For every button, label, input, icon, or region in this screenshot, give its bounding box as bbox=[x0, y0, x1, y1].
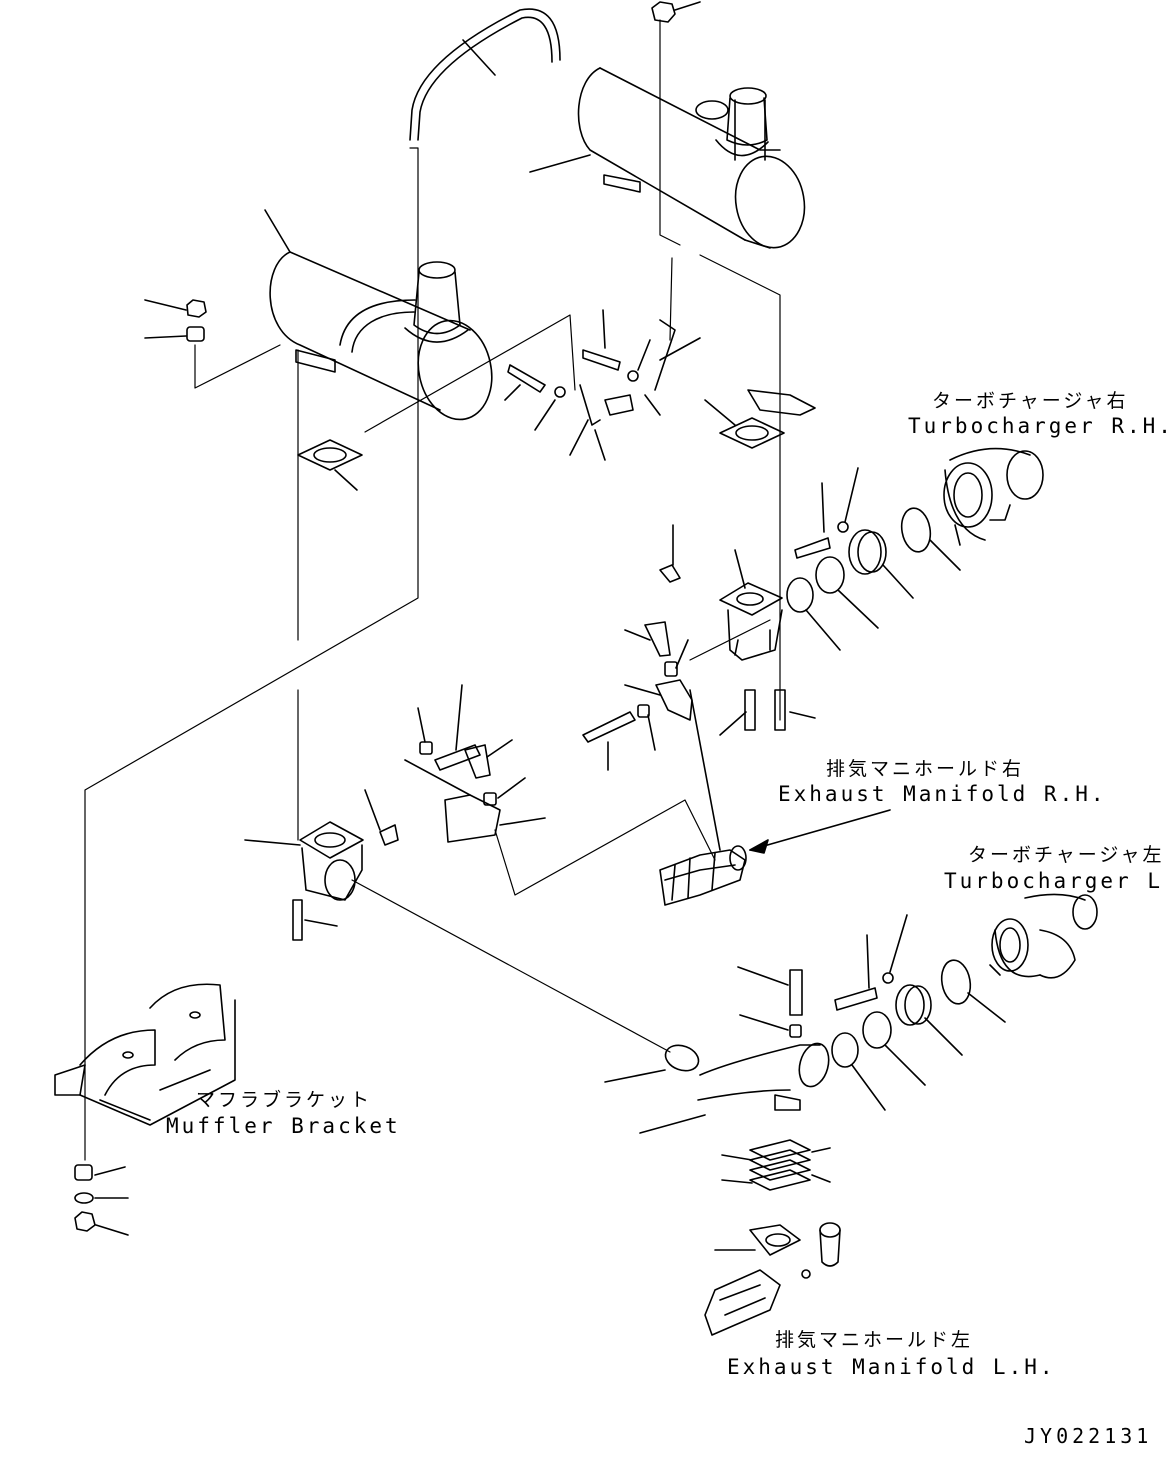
shield-plate bbox=[748, 390, 815, 415]
muffler-lh bbox=[265, 210, 501, 426]
bracket-center bbox=[583, 622, 720, 850]
mount-block-rh bbox=[660, 525, 815, 735]
turbocharger-rh bbox=[944, 449, 1043, 545]
manifold-lh bbox=[705, 1223, 840, 1335]
gasket-right bbox=[705, 400, 784, 448]
manifold-rh bbox=[660, 810, 890, 905]
gasket-left bbox=[298, 440, 362, 490]
shim-stack bbox=[722, 1140, 830, 1190]
muffler-bracket-label-jp: マフラブラケット bbox=[196, 1089, 373, 1111]
bolt-set-middle bbox=[505, 310, 700, 460]
exhaust-manifold-lh-label-jp: 排気マニホールド左 bbox=[775, 1329, 974, 1351]
exhaust-manifold-rh-label-jp: 排気マニホールド右 bbox=[826, 758, 1025, 780]
leader-lines bbox=[85, 20, 780, 1160]
drawing-code: JY022131 bbox=[1024, 1424, 1153, 1448]
bolt-set-left bbox=[405, 685, 545, 842]
bolt-vertical bbox=[738, 967, 802, 1037]
turbo-lh-adapter-parts bbox=[832, 915, 1005, 1110]
hardware-bottom-left bbox=[75, 1165, 128, 1235]
exhaust-manifold-lh-label-en: Exhaust Manifold L.H. bbox=[727, 1355, 1056, 1379]
elbow-left bbox=[245, 790, 398, 940]
turbo-rh-adapter-parts bbox=[787, 468, 960, 650]
turbocharger-lh bbox=[990, 894, 1097, 977]
muffler-bracket bbox=[55, 984, 235, 1125]
turbocharger-lh-label-en: Turbocharger L.H. bbox=[944, 869, 1168, 893]
turbocharger-lh-label-jp: ターボチャージャ左 bbox=[968, 844, 1165, 866]
exhaust-manifold-rh-label-en: Exhaust Manifold R.H. bbox=[778, 782, 1107, 806]
muffler-rh bbox=[530, 68, 811, 253]
turbocharger-rh-label-jp: ターボチャージャ右 bbox=[932, 390, 1129, 412]
exhaust-pipe-left bbox=[605, 1040, 833, 1133]
nut-top bbox=[652, 2, 700, 22]
muffler-bracket-label-en: Muffler Bracket bbox=[166, 1114, 401, 1138]
nut-spacer-left bbox=[145, 300, 206, 341]
tail-pipe-rod bbox=[410, 9, 560, 140]
turbocharger-rh-label-en: Turbocharger R.H. bbox=[908, 414, 1168, 438]
